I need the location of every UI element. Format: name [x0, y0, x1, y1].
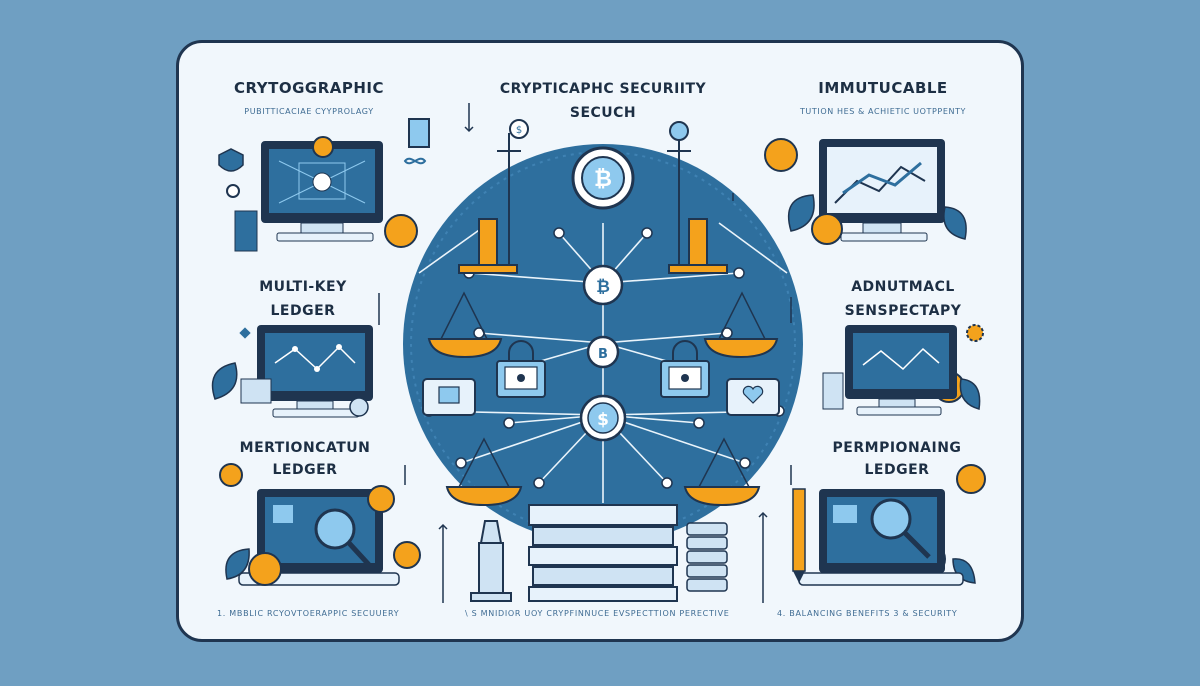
monitor-icon [819, 139, 945, 242]
top-left-subtitle: PUBITTICACIAE CYYPROLAGY [244, 107, 374, 116]
leaf-icon [211, 362, 272, 404]
infographic-card: $ ₿ [176, 40, 1024, 642]
bitcoin-icon: B [586, 335, 620, 369]
network-lines [418, 222, 788, 503]
coin-stack-icon [686, 522, 728, 592]
diagram-artwork: $ ₿ [211, 103, 986, 603]
leaf-icon [225, 548, 250, 580]
magnifier-icon [870, 498, 931, 559]
book-stack-icon [528, 504, 678, 602]
middle-left-title: MULTI-KEY LEDGER [259, 279, 347, 319]
bitcoin-icon: ₿ [582, 264, 624, 306]
top-right-node-icon [669, 121, 689, 141]
heart-bag-icon [726, 378, 780, 416]
middle-right-title: ADNUTMACL SENSPECTAPY [844, 279, 962, 319]
connector-arrows [378, 103, 792, 603]
svg-text:B: B [598, 347, 608, 362]
top-left-title: CRYTOGGRAPHIC [233, 79, 384, 97]
bitcoin-coin-icon [312, 136, 418, 248]
infinity-icon [403, 118, 430, 165]
gear-icon [966, 324, 984, 342]
top-bitcoin-small-icon: $ [509, 119, 529, 139]
monitor-icon [257, 325, 373, 418]
briefcase-icon [422, 378, 476, 416]
padlock-icon [496, 340, 546, 398]
monitor-icon [822, 325, 957, 416]
dollar-icon: $ [579, 394, 627, 442]
monitor-icon [234, 141, 383, 252]
laptop-icon [798, 489, 964, 586]
antenna-sticks [497, 133, 691, 273]
balance-scale-icon [427, 218, 779, 507]
svg-text:$: $ [597, 410, 609, 430]
footer-caption-left: 1. MBBLIC RCYOVTOERAPPIC SECUUERY [217, 609, 400, 618]
footer-caption-center: \ S MNIDIOR UOY CRYPFINNUCE EVSPECTTION … [465, 609, 730, 618]
top-right-subtitle: TUTION HES & ACHIETIC UOTPPENTY [799, 107, 967, 116]
padlock-icon [660, 340, 710, 398]
bottom-left-title: MERTIONCATUN LEDGER [239, 440, 371, 478]
leaf-icon [787, 194, 981, 584]
top-right-title: IMMUTUCABLE [818, 79, 948, 97]
top-center-title: CRYPTICAPHC SECURIITY SECUCH [499, 81, 707, 121]
footer-caption-right: 4. BALANCING BENEFITS 3 & SECURITY [777, 609, 958, 618]
bitcoin-coin-icon [219, 463, 421, 586]
svg-text:₿: ₿ [594, 167, 612, 192]
pencil-icon [792, 488, 806, 583]
svg-text:₿: ₿ [596, 277, 610, 297]
monument-icon [470, 520, 512, 602]
svg-text:$: $ [516, 125, 522, 136]
bitcoin-icon: ₿ [571, 146, 635, 210]
magnifier-icon [314, 508, 373, 569]
bottom-right-title: PERMPIONAING LEDGER [832, 440, 962, 478]
shield-icon [218, 148, 244, 198]
